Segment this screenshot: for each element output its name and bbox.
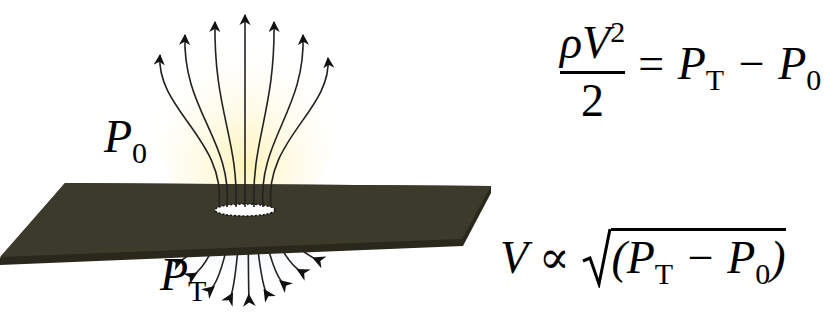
math-sub upscript: 0 [806, 63, 821, 96]
math-sub upscript: T [188, 274, 206, 307]
math-text: P [104, 112, 132, 163]
fraction-bar [560, 71, 625, 74]
math-text: ρV [560, 18, 610, 69]
math-sub upscript: T [655, 257, 673, 290]
pressure-label: PT [160, 250, 206, 301]
radical-sign [581, 228, 611, 288]
pressure-label: P0 [104, 112, 147, 163]
numerator: ρV2 [560, 18, 625, 69]
fraction: ρV22 [560, 18, 625, 126]
radicand: (PT − P0) [611, 228, 785, 284]
math-text: − P [673, 233, 755, 284]
streamline [185, 35, 228, 207]
streamline [244, 15, 246, 207]
jet-streamlines [160, 15, 328, 207]
streamline [263, 35, 304, 207]
math-sub upscript: 0 [132, 136, 147, 169]
equation-rhs: = PT − P0 [635, 39, 821, 90]
math-text: − P [724, 39, 806, 90]
math-sub upscript: T [706, 63, 724, 96]
math-sub upscript: 0 [755, 257, 770, 290]
streamline [215, 22, 236, 207]
math-text: ) [770, 233, 785, 284]
math-sup upscript: 2 [610, 15, 625, 48]
math-text: V ∝ [500, 233, 581, 284]
math-text: P [160, 250, 188, 301]
streamline [270, 58, 328, 207]
proportionality: V ∝ (PT − P0) [500, 228, 786, 288]
math-text: (P [611, 233, 654, 284]
math-text: = P [635, 39, 706, 90]
math-text: 2 [581, 76, 604, 127]
